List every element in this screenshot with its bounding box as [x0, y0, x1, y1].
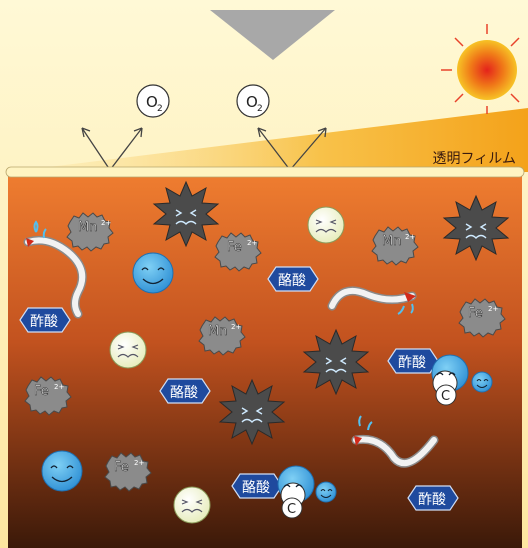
ion-symbol: Mn [208, 324, 227, 339]
acid-hexagon-icon: 酪酸 [159, 378, 211, 404]
carbon-icon: C [281, 497, 303, 519]
ion-symbol: Fe [227, 240, 242, 255]
acid-hexagon-icon: 酪酸 [267, 266, 319, 292]
o2-bubble-icon: O 2 [236, 84, 270, 118]
o2-label: O [246, 93, 258, 111]
light-wedge [8, 108, 528, 172]
ion-symbol: Fe [114, 460, 129, 475]
acid-hexagon-icon: 酢酸 [19, 307, 71, 333]
sun-icon [441, 24, 520, 114]
smiling-microbe-icon [41, 450, 83, 492]
eel-icon [327, 286, 417, 315]
eel-icon [351, 415, 439, 468]
o2-label: O [146, 93, 158, 111]
ion-charge: 2+ [134, 459, 144, 467]
acid-hexagon-icon: 酢酸 [387, 348, 439, 374]
frowning-microbe-icon [109, 331, 147, 369]
eel-icon [23, 220, 87, 319]
film-label: 透明フィルム [432, 151, 516, 167]
acid-label: 酢酸 [30, 314, 58, 330]
acid-label: 酪酸 [170, 385, 198, 401]
acid-label: 酢酸 [398, 355, 426, 371]
carbon-label: C [287, 502, 296, 517]
carbon-icon: C [435, 384, 457, 406]
transparent-film [5, 166, 525, 178]
acid-label: 酪酸 [242, 480, 270, 496]
ion-symbol: Mn [382, 234, 401, 249]
acid-hexagon-icon: 酪酸 [231, 473, 283, 499]
spiky-microbe-icon [218, 378, 286, 446]
o2-subscript: 2 [157, 104, 163, 114]
spiky-microbe-icon [442, 194, 510, 262]
spiky-microbe-icon [152, 180, 220, 248]
ion-blob-icon: Mn 2+ [198, 316, 246, 356]
ion-symbol: Fe [468, 306, 483, 321]
ion-blob-icon: Mn 2+ [371, 226, 419, 266]
ion-charge: 2+ [488, 305, 498, 313]
ion-charge: 2+ [247, 239, 257, 247]
ion-blob-icon: Fe 2+ [214, 232, 262, 272]
ion-charge: 2+ [101, 219, 111, 227]
frowning-microbe-icon [173, 486, 211, 524]
acid-hexagon-icon: 酢酸 [407, 485, 459, 511]
ion-symbol: Fe [34, 384, 49, 399]
acid-label: 酪酸 [278, 273, 306, 289]
frowning-microbe-icon [307, 206, 345, 244]
ion-blob-icon: Fe 2+ [458, 298, 506, 338]
carbon-label: C [441, 389, 450, 404]
ion-charge: 2+ [54, 383, 64, 391]
smiling-microbe-icon [132, 252, 174, 294]
ion-blob-icon: Fe 2+ [104, 452, 152, 492]
ion-blob-icon: Mn 2+ [66, 212, 114, 252]
ion-charge: 2+ [231, 323, 241, 331]
ion-charge: 2+ [405, 233, 415, 241]
o2-bubble-icon: O 2 [136, 84, 170, 118]
acid-label: 酢酸 [418, 492, 446, 508]
ion-blob-icon: Fe 2+ [24, 376, 72, 416]
o2-subscript: 2 [257, 104, 263, 114]
spiky-microbe-icon [302, 328, 370, 396]
ion-symbol: Mn [78, 220, 97, 235]
down-arrow-icon [210, 10, 335, 60]
